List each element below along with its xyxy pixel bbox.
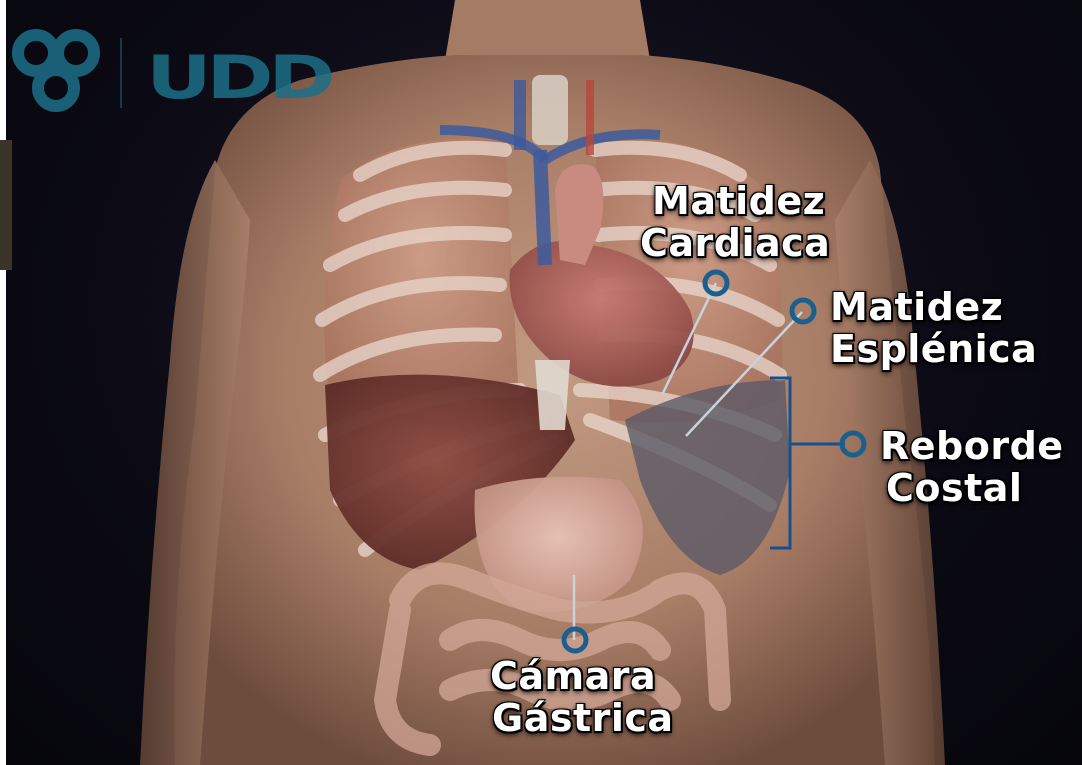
label-costal-line2: Costal bbox=[886, 467, 1064, 509]
label-costal-line1: Reborde bbox=[880, 425, 1064, 467]
label-matidez-cardiaca: Matidez Cardiaca bbox=[652, 180, 830, 264]
logo-emblem-icon bbox=[6, 18, 136, 118]
logo-text: UDD bbox=[146, 48, 330, 108]
label-cardiac-line1: Matidez bbox=[652, 180, 830, 222]
label-splenic-line1: Matidez bbox=[830, 286, 1037, 328]
label-gastric-line1: Cámara bbox=[490, 655, 674, 697]
label-reborde-costal: Reborde Costal bbox=[880, 425, 1064, 509]
label-cardiac-line2: Cardiaca bbox=[640, 222, 830, 264]
label-matidez-esplenica: Matidez Esplénica bbox=[830, 286, 1037, 370]
udd-logo: UDD bbox=[6, 18, 306, 118]
label-splenic-line2: Esplénica bbox=[830, 328, 1037, 370]
label-gastric-line2: Gástrica bbox=[492, 697, 674, 739]
label-camara-gastrica: Cámara Gástrica bbox=[490, 655, 674, 739]
